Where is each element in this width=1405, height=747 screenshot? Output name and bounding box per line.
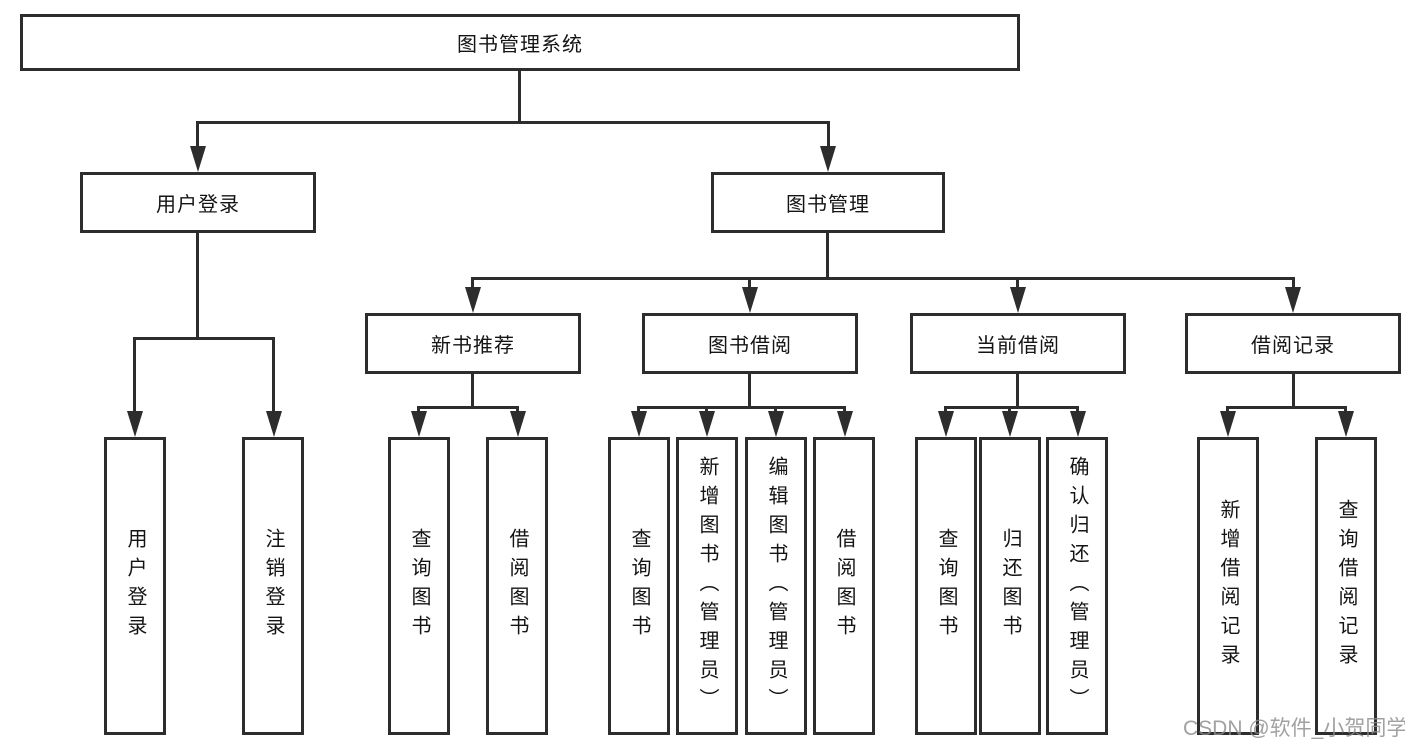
connector-line: [774, 406, 777, 414]
node-leaf-query-books-1: 查询图书: [388, 437, 450, 735]
node-root: 图书管理系统: [20, 14, 1020, 71]
connector-line: [196, 121, 830, 124]
connector-line: [944, 406, 1079, 409]
connector-line: [637, 406, 846, 409]
node-leaf-query-books-2: 查询图书: [608, 437, 670, 735]
node-label: 新增借阅记录: [1217, 499, 1239, 673]
node-leaf-query-borrow-record: 查询借阅记录: [1315, 437, 1377, 735]
node-label: 确认归还（管理员）: [1066, 455, 1088, 717]
arrow-down-icon: [837, 411, 853, 437]
node-label: 当前借阅: [976, 335, 1060, 357]
arrow-down-icon: [510, 411, 526, 437]
connector-line: [516, 406, 519, 414]
connector-line: [1226, 406, 1229, 414]
node-label: 查询图书: [628, 528, 650, 644]
arrow-down-icon: [820, 146, 836, 172]
connector-line: [1076, 406, 1079, 414]
node-book-borrow: 图书借阅: [642, 313, 858, 374]
connector-line: [1226, 406, 1347, 409]
connector-line: [637, 406, 640, 414]
connector-line: [1292, 277, 1295, 291]
connector-line: [471, 277, 1295, 280]
node-label: 查询借阅记录: [1335, 499, 1357, 673]
connector-line: [827, 121, 830, 150]
node-label: 图书借阅: [708, 335, 792, 357]
node-label: 新书推荐: [431, 335, 515, 357]
connector-line: [518, 71, 521, 121]
node-label: 用户登录: [124, 528, 146, 644]
node-leaf-borrow-books-2: 借阅图书: [813, 437, 875, 735]
node-leaf-edit-book-admin: 编辑图书（管理员）: [745, 437, 807, 735]
node-label: 编辑图书（管理员）: [765, 455, 787, 717]
connector-line: [1292, 374, 1295, 406]
node-new-book-recommend: 新书推荐: [365, 313, 581, 374]
connector-line: [944, 406, 947, 414]
connector-line: [196, 233, 199, 337]
arrow-down-icon: [411, 411, 427, 437]
node-leaf-add-book-admin: 新增图书（管理员）: [676, 437, 738, 735]
node-leaf-query-books-3: 查询图书: [915, 437, 977, 735]
node-label: 用户登录: [156, 194, 240, 216]
connector-line: [1016, 374, 1019, 406]
connector-line: [1008, 406, 1011, 414]
connector-line: [471, 277, 474, 291]
node-label: 归还图书: [999, 528, 1021, 644]
connector-line: [417, 406, 519, 409]
connector-line: [133, 337, 136, 413]
arrow-down-icon: [266, 411, 282, 437]
connector-line: [705, 406, 708, 414]
node-label: 图书管理: [786, 194, 870, 216]
arrow-down-icon: [127, 411, 143, 437]
node-leaf-logout: 注销登录: [242, 437, 304, 735]
node-label: 新增图书（管理员）: [696, 455, 718, 717]
node-label: 借阅图书: [506, 528, 528, 644]
node-leaf-return-book: 归还图书: [979, 437, 1041, 735]
node-label: 借阅记录: [1251, 335, 1335, 357]
connector-line: [826, 233, 829, 277]
connector-line: [1016, 277, 1019, 291]
connector-line: [471, 374, 474, 406]
node-leaf-add-borrow-record: 新增借阅记录: [1197, 437, 1259, 735]
node-label: 注销登录: [262, 528, 284, 644]
arrow-down-icon: [1285, 287, 1301, 313]
node-current-borrow: 当前借阅: [910, 313, 1126, 374]
arrow-down-icon: [768, 411, 784, 437]
node-book-management-branch: 图书管理: [711, 172, 945, 233]
arrow-down-icon: [1070, 411, 1086, 437]
connector-line: [196, 121, 199, 150]
node-leaf-user-login: 用户登录: [104, 437, 166, 735]
connector-line: [417, 406, 420, 414]
connector-line: [133, 337, 275, 340]
node-label: 图书管理系统: [457, 34, 583, 56]
arrow-down-icon: [1220, 411, 1236, 437]
arrow-down-icon: [631, 411, 647, 437]
arrow-down-icon: [1338, 411, 1354, 437]
arrow-down-icon: [1010, 287, 1026, 313]
node-label: 查询图书: [408, 528, 430, 644]
arrow-down-icon: [742, 287, 758, 313]
node-leaf-confirm-return-admin: 确认归还（管理员）: [1046, 437, 1108, 735]
connector-line: [748, 277, 751, 291]
arrow-down-icon: [465, 287, 481, 313]
connector-line: [748, 374, 751, 406]
node-label: 借阅图书: [833, 528, 855, 644]
arrow-down-icon: [699, 411, 715, 437]
node-borrow-records: 借阅记录: [1185, 313, 1401, 374]
arrow-down-icon: [190, 146, 206, 172]
arrow-down-icon: [1002, 411, 1018, 437]
node-user-login-branch: 用户登录: [80, 172, 316, 233]
watermark: CSDN @软件_小贺同学: [1183, 717, 1405, 740]
arrow-down-icon: [938, 411, 954, 437]
node-label: 查询图书: [935, 528, 957, 644]
connector-line: [843, 406, 846, 414]
connector-line: [1344, 406, 1347, 414]
node-leaf-borrow-books-1: 借阅图书: [486, 437, 548, 735]
connector-line: [272, 337, 275, 413]
